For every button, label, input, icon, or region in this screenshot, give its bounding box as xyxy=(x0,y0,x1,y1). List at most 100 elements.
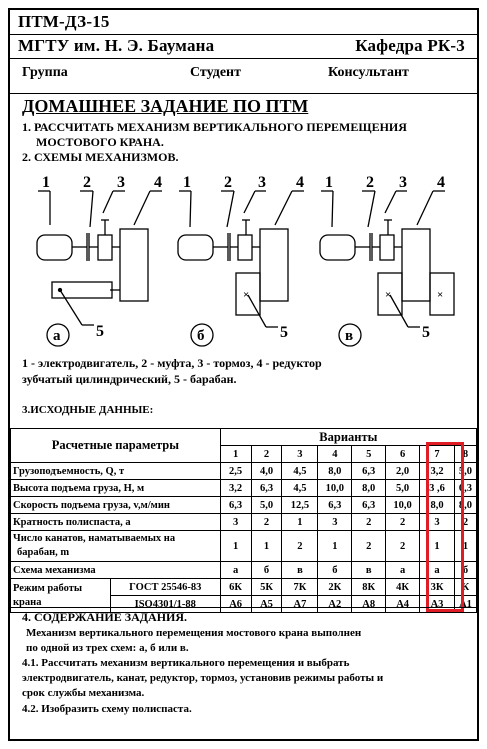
scheme-number-1: 1 xyxy=(183,174,191,191)
scheme-b: 1 2 3 4 × 5 xyxy=(177,174,304,347)
variant-numbers-row: 1 2 3 4 5 6 7 8 xyxy=(11,445,478,463)
table-cell: 1 xyxy=(419,530,455,562)
table-cell: 4К xyxy=(385,578,421,596)
table-cell: 6,3 xyxy=(453,479,478,497)
table-cell: К xyxy=(453,578,478,596)
variant-8: 8 xyxy=(453,445,478,463)
table-cell: б xyxy=(317,561,353,579)
scheme-number-4: 4 xyxy=(154,174,162,191)
variant-1: 1 xyxy=(219,445,252,463)
variant-3: 3 xyxy=(281,445,319,463)
scheme-number-5: 5 xyxy=(96,323,104,340)
content-p1-line1: Механизм вертикального перемещения мосто… xyxy=(26,627,362,639)
row-label-line2: барабан, m xyxy=(17,547,70,558)
scheme-label-b: б xyxy=(197,328,205,344)
table-cell: 6,3 xyxy=(351,496,387,514)
scheme-number-1: 1 xyxy=(325,174,333,191)
row-label: Число канатов, наматываемых на барабан, m xyxy=(10,530,221,562)
table-cell: 5К xyxy=(250,578,283,596)
scheme-number-3: 3 xyxy=(258,174,266,191)
table-cell: б xyxy=(250,561,283,579)
table-row: Грузоподъемность, Q, т 2,5 4,0 4,5 8,0 6… xyxy=(10,462,478,480)
table-cell: 2,0 xyxy=(385,462,421,480)
content-p3: 4.2. Изобразить схему полиспаста. xyxy=(22,703,192,715)
row-label: Высота подъема груза, Н, м xyxy=(10,479,221,497)
table-cell: 5,0 xyxy=(250,496,283,514)
table-cell: 8К xyxy=(351,578,387,596)
table-cell: 2 xyxy=(250,513,283,531)
document-code: ПТМ-ДЗ-15 xyxy=(18,12,110,31)
row-label: Схема механизма xyxy=(10,561,221,579)
divider xyxy=(10,607,477,608)
divider xyxy=(10,58,477,59)
table-cell: 1 xyxy=(219,530,252,562)
table-cell: 2 xyxy=(281,530,319,562)
scheme-number-2: 2 xyxy=(366,174,374,191)
table-cell: 2К xyxy=(317,578,353,596)
content-p1-line2: по одной из трех схем: а, б или в. xyxy=(26,642,189,654)
scheme-number-3: 3 xyxy=(117,174,125,191)
divider xyxy=(10,93,477,94)
row-label: Скорость подъема груза, v,м/мин xyxy=(10,496,221,514)
table-cell: 2 xyxy=(453,513,478,531)
row-label-line1: Число канатов, наматываемых на xyxy=(13,533,176,544)
param-header: Расчетные параметры xyxy=(10,428,221,463)
scheme-label-v: в xyxy=(345,328,353,344)
department-name: Кафедра РК-3 xyxy=(355,36,465,55)
table-cell: 3К xyxy=(419,578,455,596)
table-cell: б xyxy=(453,561,478,579)
table-cell: А4 xyxy=(385,595,421,613)
table-row: Высота подъема груза, Н, м 3,2 6,3 4,5 1… xyxy=(10,479,478,497)
table-cell: 2 xyxy=(385,530,421,562)
table-cell: А8 xyxy=(351,595,387,613)
table-cell: 6,3 xyxy=(219,496,252,514)
group-label: Группа xyxy=(22,65,68,80)
table-cell: 3 ,6 xyxy=(419,479,455,497)
gost-label: ГОСТ 25546-83 xyxy=(109,578,221,596)
iso-label: ISO4301/1-88 xyxy=(109,595,221,613)
mechanism-schemes-diagram: 1 2 3 4 5 xyxy=(36,174,455,347)
scheme-number-3: 3 xyxy=(399,174,407,191)
content-heading: 4. СОДЕРЖАНИЕ ЗАДАНИЯ. xyxy=(22,610,188,624)
row-label: Грузоподъемность, Q, т xyxy=(10,462,221,480)
variant-6: 6 xyxy=(385,445,421,463)
scheme-number-2: 2 xyxy=(224,174,232,191)
variant-7: 7 xyxy=(419,445,455,463)
table-cell: 8,0 xyxy=(453,496,478,514)
table-cell: а xyxy=(219,561,252,579)
table-cell: 2,5 xyxy=(219,462,252,480)
mode-label-line1: Режим работы xyxy=(13,582,83,594)
mode-label-line2: крана xyxy=(13,596,42,608)
scheme-a: 1 2 3 4 5 xyxy=(36,174,162,347)
table-cell: 4,5 xyxy=(281,462,319,480)
content-p2-line3: срок службы механизма. xyxy=(22,687,145,699)
table-cell: в xyxy=(281,561,319,579)
parameters-table: Расчетные параметры Варианты 1 2 3 4 5 6… xyxy=(10,428,478,613)
table-cell: 1 xyxy=(250,530,283,562)
table-cell: 2 xyxy=(351,530,387,562)
table-cell: 5,0 xyxy=(453,462,478,480)
table-cell: 6,3 xyxy=(317,496,353,514)
table-cell: 4,5 xyxy=(281,479,319,497)
table-cell: 1 xyxy=(453,530,478,562)
table-cell: 6,3 xyxy=(351,462,387,480)
page-title: ДОМАШНЕЕ ЗАДАНИЕ ПО ПТМ xyxy=(22,96,309,116)
table-cell: 3 xyxy=(317,513,353,531)
divider xyxy=(10,34,477,35)
table-cell: 3 xyxy=(219,513,252,531)
table-cell: А6 xyxy=(219,595,252,613)
table-cell: 8,0 xyxy=(317,462,353,480)
table-cell: 2 xyxy=(351,513,387,531)
content-p2-line2: электродвигатель, канат, редуктор, тормо… xyxy=(22,672,384,684)
table-cell: 4,0 xyxy=(250,462,283,480)
consultant-label: Консультант xyxy=(328,65,409,80)
table-header-row: Расчетные параметры Варианты xyxy=(10,428,478,463)
variant-5: 5 xyxy=(351,445,387,463)
scheme-number-5: 5 xyxy=(280,324,288,341)
variants-header: Варианты xyxy=(219,428,478,446)
table-cell: 10,0 xyxy=(317,479,353,497)
table-cell: А7 xyxy=(281,595,319,613)
table-cell: 1 xyxy=(317,530,353,562)
scheme-number-4: 4 xyxy=(437,174,445,191)
table-row: Число канатов, наматываемых на барабан, m… xyxy=(10,530,478,562)
